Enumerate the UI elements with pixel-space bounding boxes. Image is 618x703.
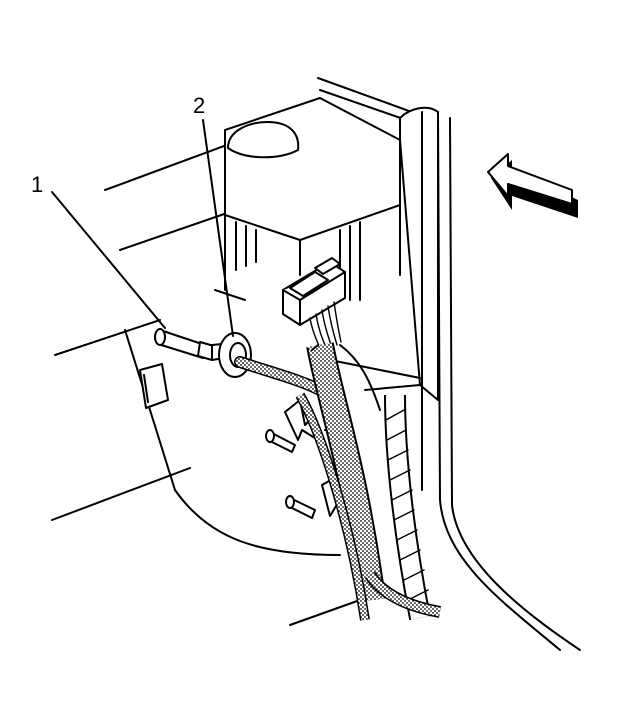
module-housing [224, 97, 401, 301]
harness-clips [265, 428, 358, 523]
view-direction-arrow-icon [487, 153, 578, 218]
leader-lines [51, 119, 234, 337]
bolt [154, 328, 225, 361]
panel-slot [139, 363, 169, 409]
callout-1-label: 1 [31, 172, 43, 197]
electrical-connector [282, 257, 346, 353]
callout-2-label: 2 [193, 93, 205, 118]
grommet [218, 332, 252, 378]
wiring-harness-bundles [295, 342, 442, 621]
pillar-frame [317, 77, 581, 651]
harness-wire-upper [234, 356, 326, 396]
